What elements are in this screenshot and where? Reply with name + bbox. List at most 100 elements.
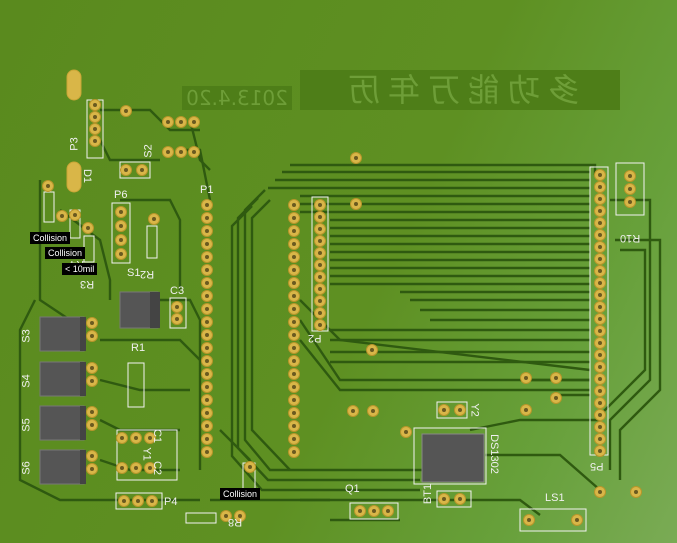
pad-hole [292,268,296,272]
logo-silkscreen: 多功能万年历 [300,70,620,110]
label-ds1302: DS1302 [487,434,500,474]
pad-hole [292,424,296,428]
pad-hole [205,229,209,233]
drc-clearance-marker[interactable]: < 10mil [62,263,98,275]
pad-hole [205,281,209,285]
pad-hole [205,450,209,454]
pad-hole [598,329,602,333]
label-r3: R3 [80,278,95,290]
pad-hole [372,509,376,513]
pad-hole [404,430,408,434]
pad-hole [179,150,183,154]
pad-hole [292,398,296,402]
pad-hole [292,437,296,441]
pad-hole [205,372,209,376]
pad-hole [598,437,602,441]
pad-hole [120,466,124,470]
pad-hole [238,514,242,518]
pad-hole [205,294,209,298]
pad-hole [458,408,462,412]
pad-hole [175,305,179,309]
pad-hole [93,127,97,131]
pad-hole [598,449,602,453]
drc-collision-marker[interactable]: Collision [220,488,261,500]
pad-hole [598,389,602,393]
pad-hole [205,385,209,389]
label-s1: S1 [127,267,141,279]
pad-hole [628,200,632,204]
pad-hole [292,281,296,285]
pad-hole [575,518,579,522]
label-bt1: BT1 [422,483,435,505]
label-c1: C1 [151,428,164,444]
pad-hole [318,299,322,303]
label-d1: D1 [81,168,94,184]
pad-hole [148,436,152,440]
pad-hole [90,454,94,458]
pad-hole [318,239,322,243]
pad-hole [598,365,602,369]
drc-collision-marker[interactable]: Collision [30,232,71,244]
pad-hole [292,216,296,220]
component-bodies [39,291,485,485]
pad-hole [598,269,602,273]
pad-hole [598,185,602,189]
pad-hole [205,255,209,259]
pad-hole [354,156,358,160]
pad-hole [90,334,94,338]
label-r2: R2 [140,268,155,280]
pad-hole [318,263,322,267]
label-s3: S3 [20,329,33,343]
pad-hole [119,210,123,214]
date-silkscreen: 2013.4.20 [182,86,292,110]
pad-hole [192,120,196,124]
pad-hole [292,320,296,324]
pad-hole [134,436,138,440]
pad-hole [358,509,362,513]
pad-hole [292,203,296,207]
label-p6: P6 [114,189,128,201]
pad-hole [598,305,602,309]
pad-hole [598,341,602,345]
pad-hole [248,465,252,469]
pad-hole [205,333,209,337]
pad-hole [354,202,358,206]
pad-hole [598,490,602,494]
pad-hole [46,184,50,188]
copper-traces [18,108,662,522]
pad-hole [318,311,322,315]
pad-hole [598,173,602,177]
pad-hole [292,346,296,350]
label-q1: Q1 [345,483,360,495]
pad-hole [224,514,228,518]
drc-collision-marker[interactable]: Collision [45,247,86,259]
pad-hole [124,109,128,113]
pad-hole [442,408,446,412]
label-p5: P5 [590,460,604,472]
pad-hole [598,257,602,261]
pad-hole [192,150,196,154]
pad-hole [73,213,77,217]
label-r10: R10 [620,232,641,244]
pad-hole [598,197,602,201]
label-s2: S2 [142,144,155,158]
pad-hole [93,115,97,119]
pad-hole [371,409,375,413]
pad-hole [90,410,94,414]
pad-hole [292,385,296,389]
pad-hole [292,372,296,376]
pad-hole [90,366,94,370]
pad-hole [175,317,179,321]
pad-hole [524,376,528,380]
pad-hole [205,424,209,428]
pad-hole [152,217,156,221]
pad-hole [628,187,632,191]
pad-hole [598,425,602,429]
pad-hole [318,203,322,207]
pad-hole [598,233,602,237]
pad-hole [292,294,296,298]
pad-hole [370,348,374,352]
pad-hole [86,226,90,230]
